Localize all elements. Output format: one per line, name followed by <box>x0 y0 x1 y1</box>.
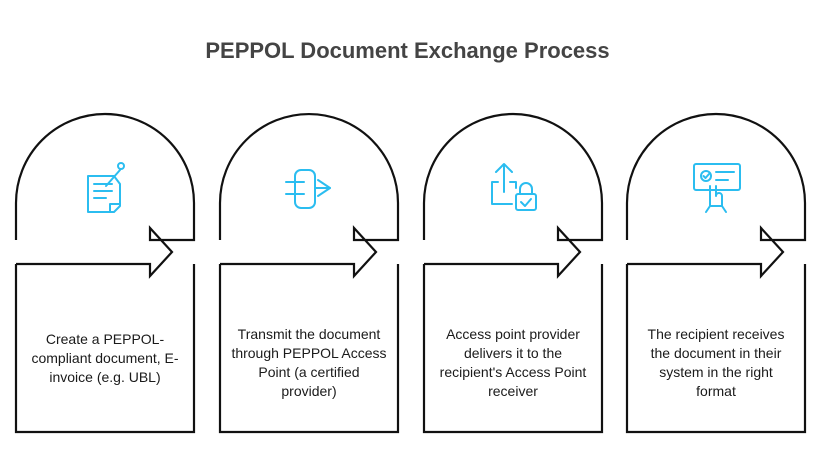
step-2-box <box>218 264 400 434</box>
step-1-bottom-shape <box>16 228 172 276</box>
step-2-top-shape <box>218 112 400 279</box>
step-3-text: Access point provider delivers it to the… <box>439 326 587 399</box>
step-3-top-shape <box>422 112 604 279</box>
transmit-arrow-icon <box>285 169 331 209</box>
receive-screen-icon <box>693 163 741 213</box>
page-title: PEPPOL Document Exchange Process <box>205 38 610 63</box>
step-1-top-shape <box>14 112 196 279</box>
step-1-box <box>14 264 196 434</box>
step-1-text: Create a PEPPOL-compliant document, E-in… <box>31 331 179 385</box>
upload-lock-icon <box>491 163 537 211</box>
step-2-text: Transmit the document through PEPPOL Acc… <box>231 326 387 399</box>
step-3-box <box>422 264 604 434</box>
document-edit-icon <box>87 162 125 213</box>
step-4-text: The recipient receives the document in t… <box>647 326 785 399</box>
step-4-box <box>625 264 807 434</box>
step-4-top-shape <box>625 112 807 279</box>
